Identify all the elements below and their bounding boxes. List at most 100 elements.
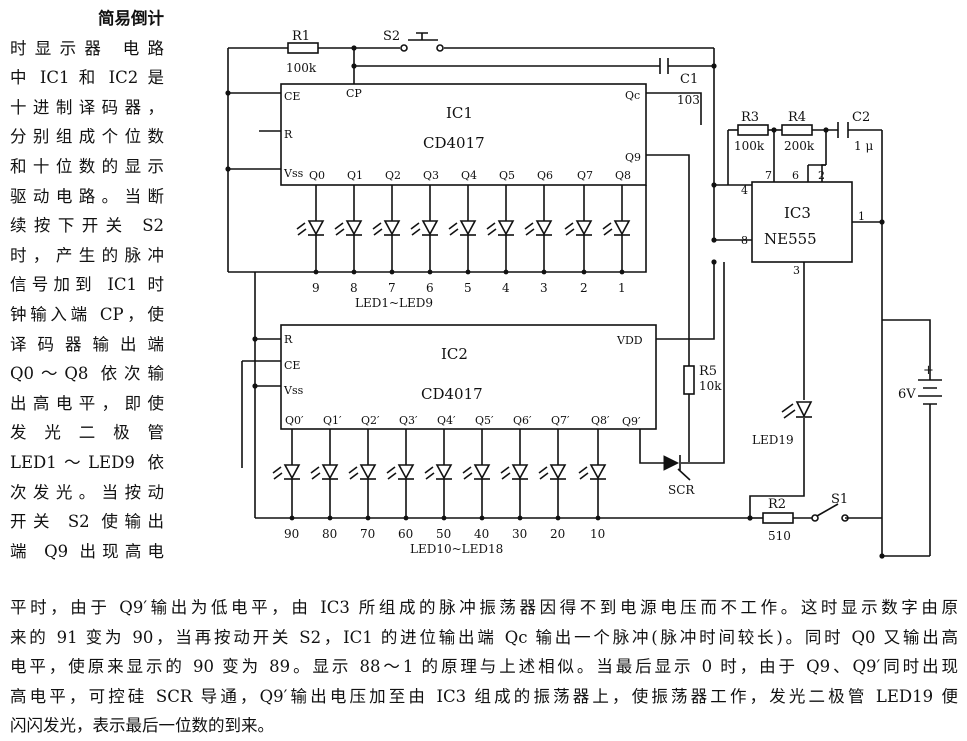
ic1-pin-cp: CP xyxy=(346,87,362,100)
battery-plus: + xyxy=(923,363,934,378)
c2-capacitor xyxy=(837,122,849,138)
side-text: 简易倒计时显示器 电路中 IC1 和 IC2 是十进制译码器，分别组成个位数和十… xyxy=(10,4,164,566)
led-digit-label: 9 xyxy=(312,281,320,295)
ic3-pin-6: 6 xyxy=(792,169,799,182)
output-pin-label: Q8 xyxy=(615,169,631,182)
ic1-pin-qc: Qc xyxy=(625,89,640,102)
led-digit-label: 60 xyxy=(398,527,413,541)
wires xyxy=(227,47,931,557)
led-light-arrows xyxy=(424,466,435,480)
side-text-line: 分别组成个位数 xyxy=(10,127,164,147)
s2-switch xyxy=(400,32,444,52)
battery xyxy=(918,379,942,410)
led-light-arrows xyxy=(602,222,613,236)
output-pin-label: Q5 xyxy=(499,169,515,182)
led-row1-label: LED1~LED9 xyxy=(355,296,433,310)
bottom-text: 平时，由于 Q9′输出为低电平，由 IC3 所组成的脉冲振荡器因得不到电源电压而… xyxy=(10,593,958,741)
output-pin-label: Q7′ xyxy=(551,414,570,427)
led-diode xyxy=(435,464,453,480)
output-pin-label: Q6 xyxy=(537,169,553,182)
led-light-arrows xyxy=(578,466,589,480)
led-light-arrows xyxy=(334,222,345,236)
junction-dot xyxy=(389,269,395,275)
ic3-pin-3: 3 xyxy=(793,264,800,277)
output-pin-label: Q8′ xyxy=(591,414,610,427)
led-diode xyxy=(511,464,529,480)
led-light-arrows xyxy=(538,466,549,480)
led-diode xyxy=(459,220,477,236)
junction-dot xyxy=(541,269,547,275)
led-diode xyxy=(421,220,439,236)
ic3-pin-1: 1 xyxy=(858,210,865,223)
led-light-arrows xyxy=(462,466,473,480)
led-digit-label: 70 xyxy=(360,527,375,541)
led-diode xyxy=(283,464,301,480)
ic2-pin-vdd: VDD xyxy=(616,334,643,347)
ic3-name: IC3 xyxy=(784,204,811,222)
ic3-pin-4: 4 xyxy=(741,184,748,197)
side-text-line: 十进制译码器， xyxy=(10,97,164,117)
junction-dot xyxy=(503,269,509,275)
led-light-arrows xyxy=(410,222,421,236)
battery-voltage: 6V xyxy=(898,387,916,402)
led-digit-label: 30 xyxy=(512,527,527,541)
c1-name: C1 xyxy=(680,72,698,87)
ic2-body xyxy=(280,324,657,430)
c1-capacitor xyxy=(659,58,669,74)
scr-label: SCR xyxy=(668,483,695,497)
r3-resistor xyxy=(737,124,769,136)
led-light-arrows xyxy=(386,466,397,480)
side-text-line: 译码器输出端 xyxy=(10,334,164,354)
output-pin-label: Q2′ xyxy=(361,414,380,427)
led-light-arrows xyxy=(272,466,283,480)
side-text-line: 出高电平，即使 xyxy=(10,393,164,413)
bottom-text-line: 闪闪发光，表示最后一位数的到来。 xyxy=(10,716,274,736)
junction-dot xyxy=(427,269,433,275)
r3-value: 100k xyxy=(734,139,765,153)
r2-value: 510 xyxy=(768,529,791,543)
led-diode xyxy=(383,220,401,236)
output-pin-label: Q1′ xyxy=(323,414,342,427)
output-pin-label: Q1 xyxy=(347,169,363,182)
led-diode xyxy=(359,464,377,480)
led-digit-label: 1 xyxy=(618,281,626,295)
r2-resistor xyxy=(762,512,794,524)
side-title: 简易倒计 xyxy=(98,9,164,28)
junction-dot xyxy=(479,515,485,521)
r1-resistor xyxy=(287,42,319,54)
bottom-text-line: 平时，由于 Q9′输出为低电平，由 IC3 所组成的脉冲振荡器因得不到电源电压而… xyxy=(10,598,958,617)
ic2-chip: CD4017 xyxy=(421,385,483,403)
led19-label: LED19 xyxy=(752,433,794,447)
c1-value: 103 xyxy=(677,93,700,107)
output-pin-label: Q2 xyxy=(385,169,401,182)
ic2-pin-ce: CE xyxy=(284,359,300,372)
ic3-body xyxy=(751,181,853,263)
led-digit-label: 40 xyxy=(474,527,489,541)
led-light-arrows xyxy=(524,222,535,236)
output-pin-label: Q0′ xyxy=(285,414,304,427)
side-text-line: 端 Q9 出现高电 xyxy=(10,541,164,561)
r2-name: R2 xyxy=(768,497,786,512)
side-text-line: 开关 S2 使输出 xyxy=(10,512,164,532)
led-light-arrows xyxy=(310,466,321,480)
led19-diode xyxy=(781,401,813,419)
bottom-text-line: 高电平，可控硅 SCR 导通，Q9′输出电压加至由 IC3 组成的振荡器上，使振… xyxy=(10,686,958,706)
side-text-line: 信号加到 IC1 时 xyxy=(10,275,164,295)
led-digit-label: 90 xyxy=(284,527,299,541)
led-digit-label: 5 xyxy=(464,281,472,295)
side-text-line: 续按下开关 S2 xyxy=(10,216,164,236)
output-pin-label: Q4′ xyxy=(437,414,456,427)
junction-dot xyxy=(441,515,447,521)
ic1-pin-ce: CE xyxy=(284,90,300,103)
led-diode xyxy=(575,220,593,236)
bottom-text-line: 电平，使原来显示的 90 变为 89。显示 88～1 的原理与上述相似。当最后显… xyxy=(10,657,958,677)
led-diode xyxy=(589,464,607,480)
output-pin-label: Q3′ xyxy=(399,414,418,427)
side-text-line: Q0～Q8 依次输 xyxy=(10,364,164,384)
led-light-arrows xyxy=(564,222,575,236)
side-text-line: LED1～LED9 依 xyxy=(10,452,164,472)
ic1-name: IC1 xyxy=(446,104,473,122)
led-light-arrows xyxy=(348,466,359,480)
side-text-line: 次发光。当按动 xyxy=(10,482,164,502)
r4-name: R4 xyxy=(788,110,806,125)
